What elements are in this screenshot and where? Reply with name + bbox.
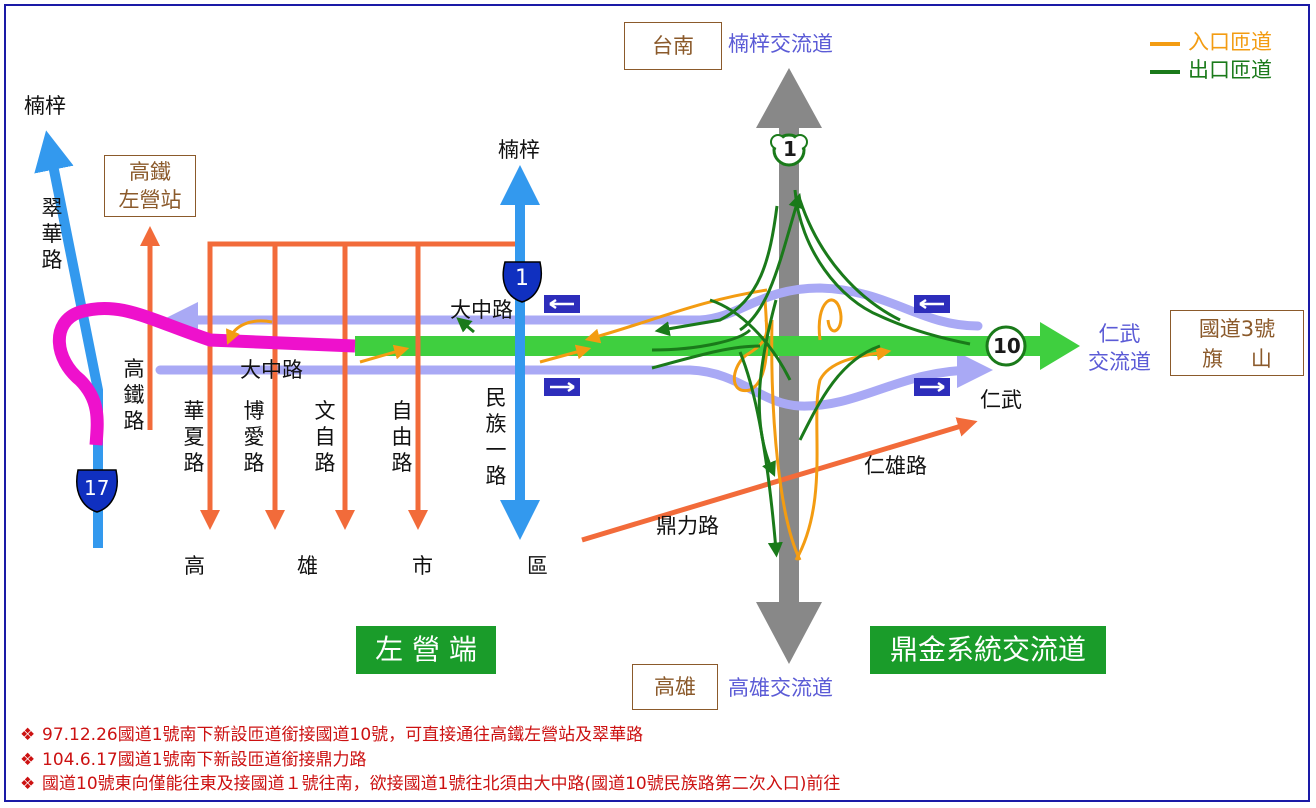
kaohsiung-city-char-2: 雄	[297, 554, 318, 578]
note-1-text: 97.12.26國道1號南下新設匝道銜接國道10號，可直接通往高鐵左營站及翠華路	[42, 725, 644, 745]
diagram-frame	[4, 4, 1310, 802]
kaohsiung-label: 高雄	[654, 675, 696, 699]
fwy1-national-shield-number: 1	[783, 137, 797, 161]
hsr-station-label: 高鐵 左營站	[118, 160, 182, 212]
kaohsiung-ic-label: 高雄交流道	[728, 676, 833, 700]
fwy1-mid-shield	[502, 261, 542, 303]
renxiong-rd-label: 仁雄路	[864, 454, 927, 478]
fwy17-shield-number: 17	[84, 476, 110, 500]
fwy3-box: 國道3號 旗 山	[1170, 310, 1304, 376]
minzu1-rd-label: 民族一路	[485, 386, 507, 488]
note-bullet: ❖	[20, 774, 36, 794]
entrance-ramps	[225, 288, 892, 561]
dazhong-lower-label: 大中路	[240, 358, 303, 382]
kaohsiung-city-char-4: 區	[527, 554, 548, 578]
note-2-text: 104.6.17國道1號南下新設匝道銜接鼎力路	[42, 750, 367, 770]
fwy17-shield	[76, 469, 118, 513]
ziyou-rd-label: 自由路	[391, 399, 413, 475]
kaohsiung-city-char-3: 市	[412, 554, 433, 578]
fwy10-shield-number: 10	[993, 334, 1021, 358]
direction-tags	[544, 295, 950, 396]
fwy1-mid-shield-number: 1	[515, 266, 529, 291]
note-3-text: 國道10號東向僅能往東及接國道１號往南，欲接國道1號往北須由大中路(國道10號民…	[42, 774, 841, 794]
fwy10-shield	[985, 325, 1027, 367]
dingjin-ic-banner: 鼎金系統交流道	[870, 626, 1106, 674]
fwy1-national-shield	[770, 133, 808, 167]
nanzi-mid-label: 楠梓	[498, 138, 540, 162]
note-2: ❖ 104.6.17國道1號南下新設匝道銜接鼎力路	[20, 752, 367, 769]
kaohsiung-box: 高雄	[632, 664, 718, 710]
dingli-rd-label: 鼎力路	[656, 514, 719, 538]
note-3: ❖ 國道10號東向僅能往東及接國道１號往南，欲接國道1號往北須由大中路(國道10號…	[20, 776, 840, 793]
legend-exit-label: 出口匝道	[1188, 58, 1272, 82]
tainan-label: 台南	[652, 34, 694, 58]
magenta-ramp	[52, 302, 356, 446]
tainan-box: 台南	[624, 22, 722, 70]
note-bullet: ❖	[20, 725, 36, 745]
fwy3-label: 國道3號 旗 山	[1198, 317, 1276, 371]
note-1: ❖ 97.12.26國道1號南下新設匝道銜接國道10號，可直接通往高鐵左營站及翠華…	[20, 727, 643, 744]
huaxia-rd-label: 華夏路	[183, 399, 205, 475]
nanzi-left-label: 楠梓	[24, 94, 66, 118]
kaohsiung-city-char-1: 高	[184, 554, 205, 578]
hsr-station-box: 高鐵 左營站	[104, 155, 196, 217]
note-bullet: ❖	[20, 750, 36, 770]
hsr-rd-label: 高鐵路	[123, 357, 145, 433]
wenzi-rd-label: 文自路	[314, 399, 336, 475]
renwu-label: 仁武	[980, 388, 1022, 412]
exit-ramps	[456, 189, 971, 558]
legend-entrance-swatch	[1150, 42, 1180, 46]
renwu-ic-label: 仁武 交流道	[1088, 322, 1151, 374]
local-roads	[140, 226, 978, 543]
cuihua-rd-label: 翠華路	[41, 196, 63, 272]
legend-entrance-label: 入口匝道	[1188, 30, 1272, 54]
nanzi-ic-label: 楠梓交流道	[728, 32, 833, 56]
dazhong-upper-label: 大中路	[450, 298, 513, 322]
zuoying-end-banner: 左 營 端	[356, 626, 496, 674]
freeway-1-road	[756, 68, 822, 664]
legend-exit-swatch	[1150, 70, 1180, 74]
boai-rd-label: 博愛路	[243, 399, 265, 475]
